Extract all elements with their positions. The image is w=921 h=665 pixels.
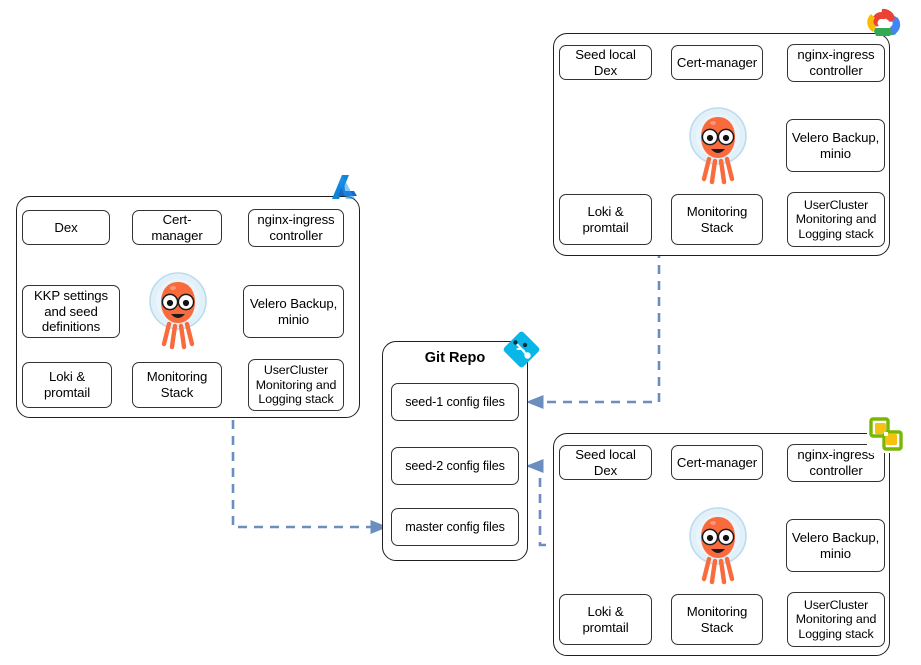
repo-item-master-config[interactable]: master config files: [391, 508, 519, 546]
repo-item-seed-1-config[interactable]: seed-1 config files: [391, 383, 519, 421]
node-monitoring-stack[interactable]: Monitoring Stack: [132, 362, 222, 408]
node-velero-backup[interactable]: Velero Backup, minio: [243, 285, 344, 338]
git-logo: [503, 331, 541, 369]
vsphere-logo: [866, 414, 906, 454]
node-cert-manager[interactable]: Cert-manager: [671, 445, 763, 480]
node-usercluster-monitoring[interactable]: UserCluster Monitoring and Logging stack: [787, 192, 885, 247]
node-seed-local-dex[interactable]: Seed local Dex: [559, 445, 652, 480]
repo-item-seed-2-config[interactable]: seed-2 config files: [391, 447, 519, 485]
node-dex[interactable]: Dex: [22, 210, 110, 245]
google-cloud-logo: [862, 2, 908, 42]
octopus-icon-azure: [147, 268, 209, 352]
node-monitoring-stack[interactable]: Monitoring Stack: [671, 194, 763, 245]
node-nginx-ingress-controller[interactable]: nginx-ingress controller: [787, 44, 885, 82]
octopus-icon-gcp: [687, 103, 749, 187]
azure-logo: [325, 170, 361, 206]
node-nginx-ingress-controller[interactable]: nginx-ingress controller: [248, 209, 344, 247]
node-seed-local-dex[interactable]: Seed local Dex: [559, 45, 652, 80]
node-kkp-settings[interactable]: KKP settings and seed definitions: [22, 285, 120, 338]
node-cert-manager[interactable]: Cert-manager: [132, 210, 222, 245]
node-velero-backup[interactable]: Velero Backup, minio: [786, 519, 885, 572]
node-usercluster-monitoring[interactable]: UserCluster Monitoring and Logging stack: [248, 359, 344, 411]
node-cert-manager[interactable]: Cert-manager: [671, 45, 763, 80]
git-repo-title: Git Repo: [424, 350, 486, 366]
node-velero-backup[interactable]: Velero Backup, minio: [786, 119, 885, 172]
node-loki-promtail[interactable]: Loki & promtail: [559, 194, 652, 245]
node-usercluster-monitoring[interactable]: UserCluster Monitoring and Logging stack: [787, 592, 885, 647]
node-monitoring-stack[interactable]: Monitoring Stack: [671, 594, 763, 645]
node-loki-promtail[interactable]: Loki & promtail: [22, 362, 112, 408]
node-loki-promtail[interactable]: Loki & promtail: [559, 594, 652, 645]
octopus-icon-vsphere: [687, 503, 749, 587]
